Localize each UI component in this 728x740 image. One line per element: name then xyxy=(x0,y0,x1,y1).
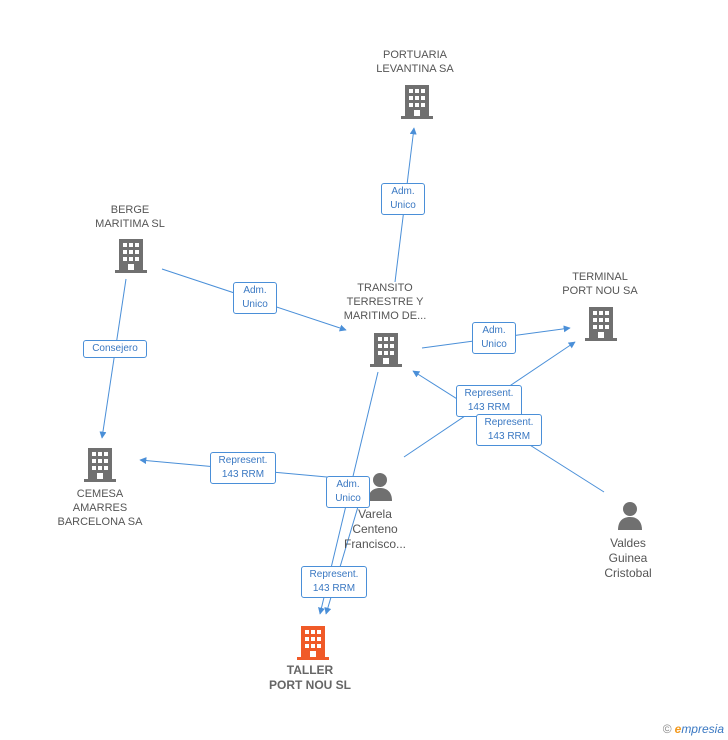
node-label: TRANSITO TERRESTRE Y MARITIMO DE... xyxy=(343,282,427,322)
edge-label-transito-portuaria[interactable]: Adm. Unico xyxy=(381,183,425,215)
node-cemesa-amarres[interactable]: CEMESA AMARRES BARCELONA SA xyxy=(40,487,160,529)
building-icon[interactable] xyxy=(585,305,617,341)
node-terminal-port-nou[interactable]: TERMINAL PORT NOU SA xyxy=(540,270,660,298)
node-valdes-guinea[interactable]: Valdes Guinea Cristobal xyxy=(573,536,683,581)
empresia-watermark: ©empresia xyxy=(663,722,724,736)
node-label: PORTUARIA LEVANTINA SA xyxy=(376,49,454,75)
edge-label-berge-cemesa[interactable]: Consejero xyxy=(83,340,147,358)
person-icon[interactable] xyxy=(366,471,394,501)
edge-berge-cemesa xyxy=(99,278,127,439)
edge-label-varela-transito[interactable]: Represent. 143 RRM xyxy=(456,385,522,417)
edge-label-berge-transito[interactable]: Adm. Unico xyxy=(233,282,277,314)
brand-name: mpresia xyxy=(681,722,724,736)
building-icon[interactable] xyxy=(370,331,402,367)
edge-label-transito-taller[interactable]: Adm. Unico xyxy=(326,476,370,508)
node-label: BERGE MARITIMA SL xyxy=(95,204,165,230)
node-label: Valdes Guinea Cristobal xyxy=(604,536,652,580)
node-label: Varela Centeno Francisco... xyxy=(343,507,406,551)
brand-initial: e xyxy=(674,722,682,736)
building-icon[interactable] xyxy=(401,83,433,119)
node-label: TALLER PORT NOU SL xyxy=(268,663,351,692)
node-portuaria-levantina[interactable]: PORTUARIA LEVANTINA SA xyxy=(355,48,475,76)
edge-label-varela-cemesa[interactable]: Represent. 143 RRM xyxy=(210,452,276,484)
edge-label-transito-terminal[interactable]: Adm. Unico xyxy=(472,322,516,354)
building-icon[interactable] xyxy=(84,446,116,482)
person-icon[interactable] xyxy=(616,500,644,530)
edge-label-varela-taller[interactable]: Represent. 143 RRM xyxy=(301,566,367,598)
node-varela-centeno[interactable]: Varela Centeno Francisco... xyxy=(320,507,430,552)
node-berge-maritima[interactable]: BERGE MARITIMA SL xyxy=(70,203,190,231)
copyright-symbol: © xyxy=(662,722,672,736)
edge-label-valdes-transito[interactable]: Represent. 143 RRM xyxy=(476,414,542,446)
node-taller-port-nou[interactable]: TALLER PORT NOU SL xyxy=(250,663,370,693)
building-icon[interactable] xyxy=(115,237,147,273)
building-icon-focus[interactable] xyxy=(297,624,329,660)
node-label: CEMESA AMARRES BARCELONA SA xyxy=(57,488,143,528)
node-label: TERMINAL PORT NOU SA xyxy=(562,271,638,297)
node-transito-terrestre[interactable]: TRANSITO TERRESTRE Y MARITIMO DE... xyxy=(325,281,445,323)
